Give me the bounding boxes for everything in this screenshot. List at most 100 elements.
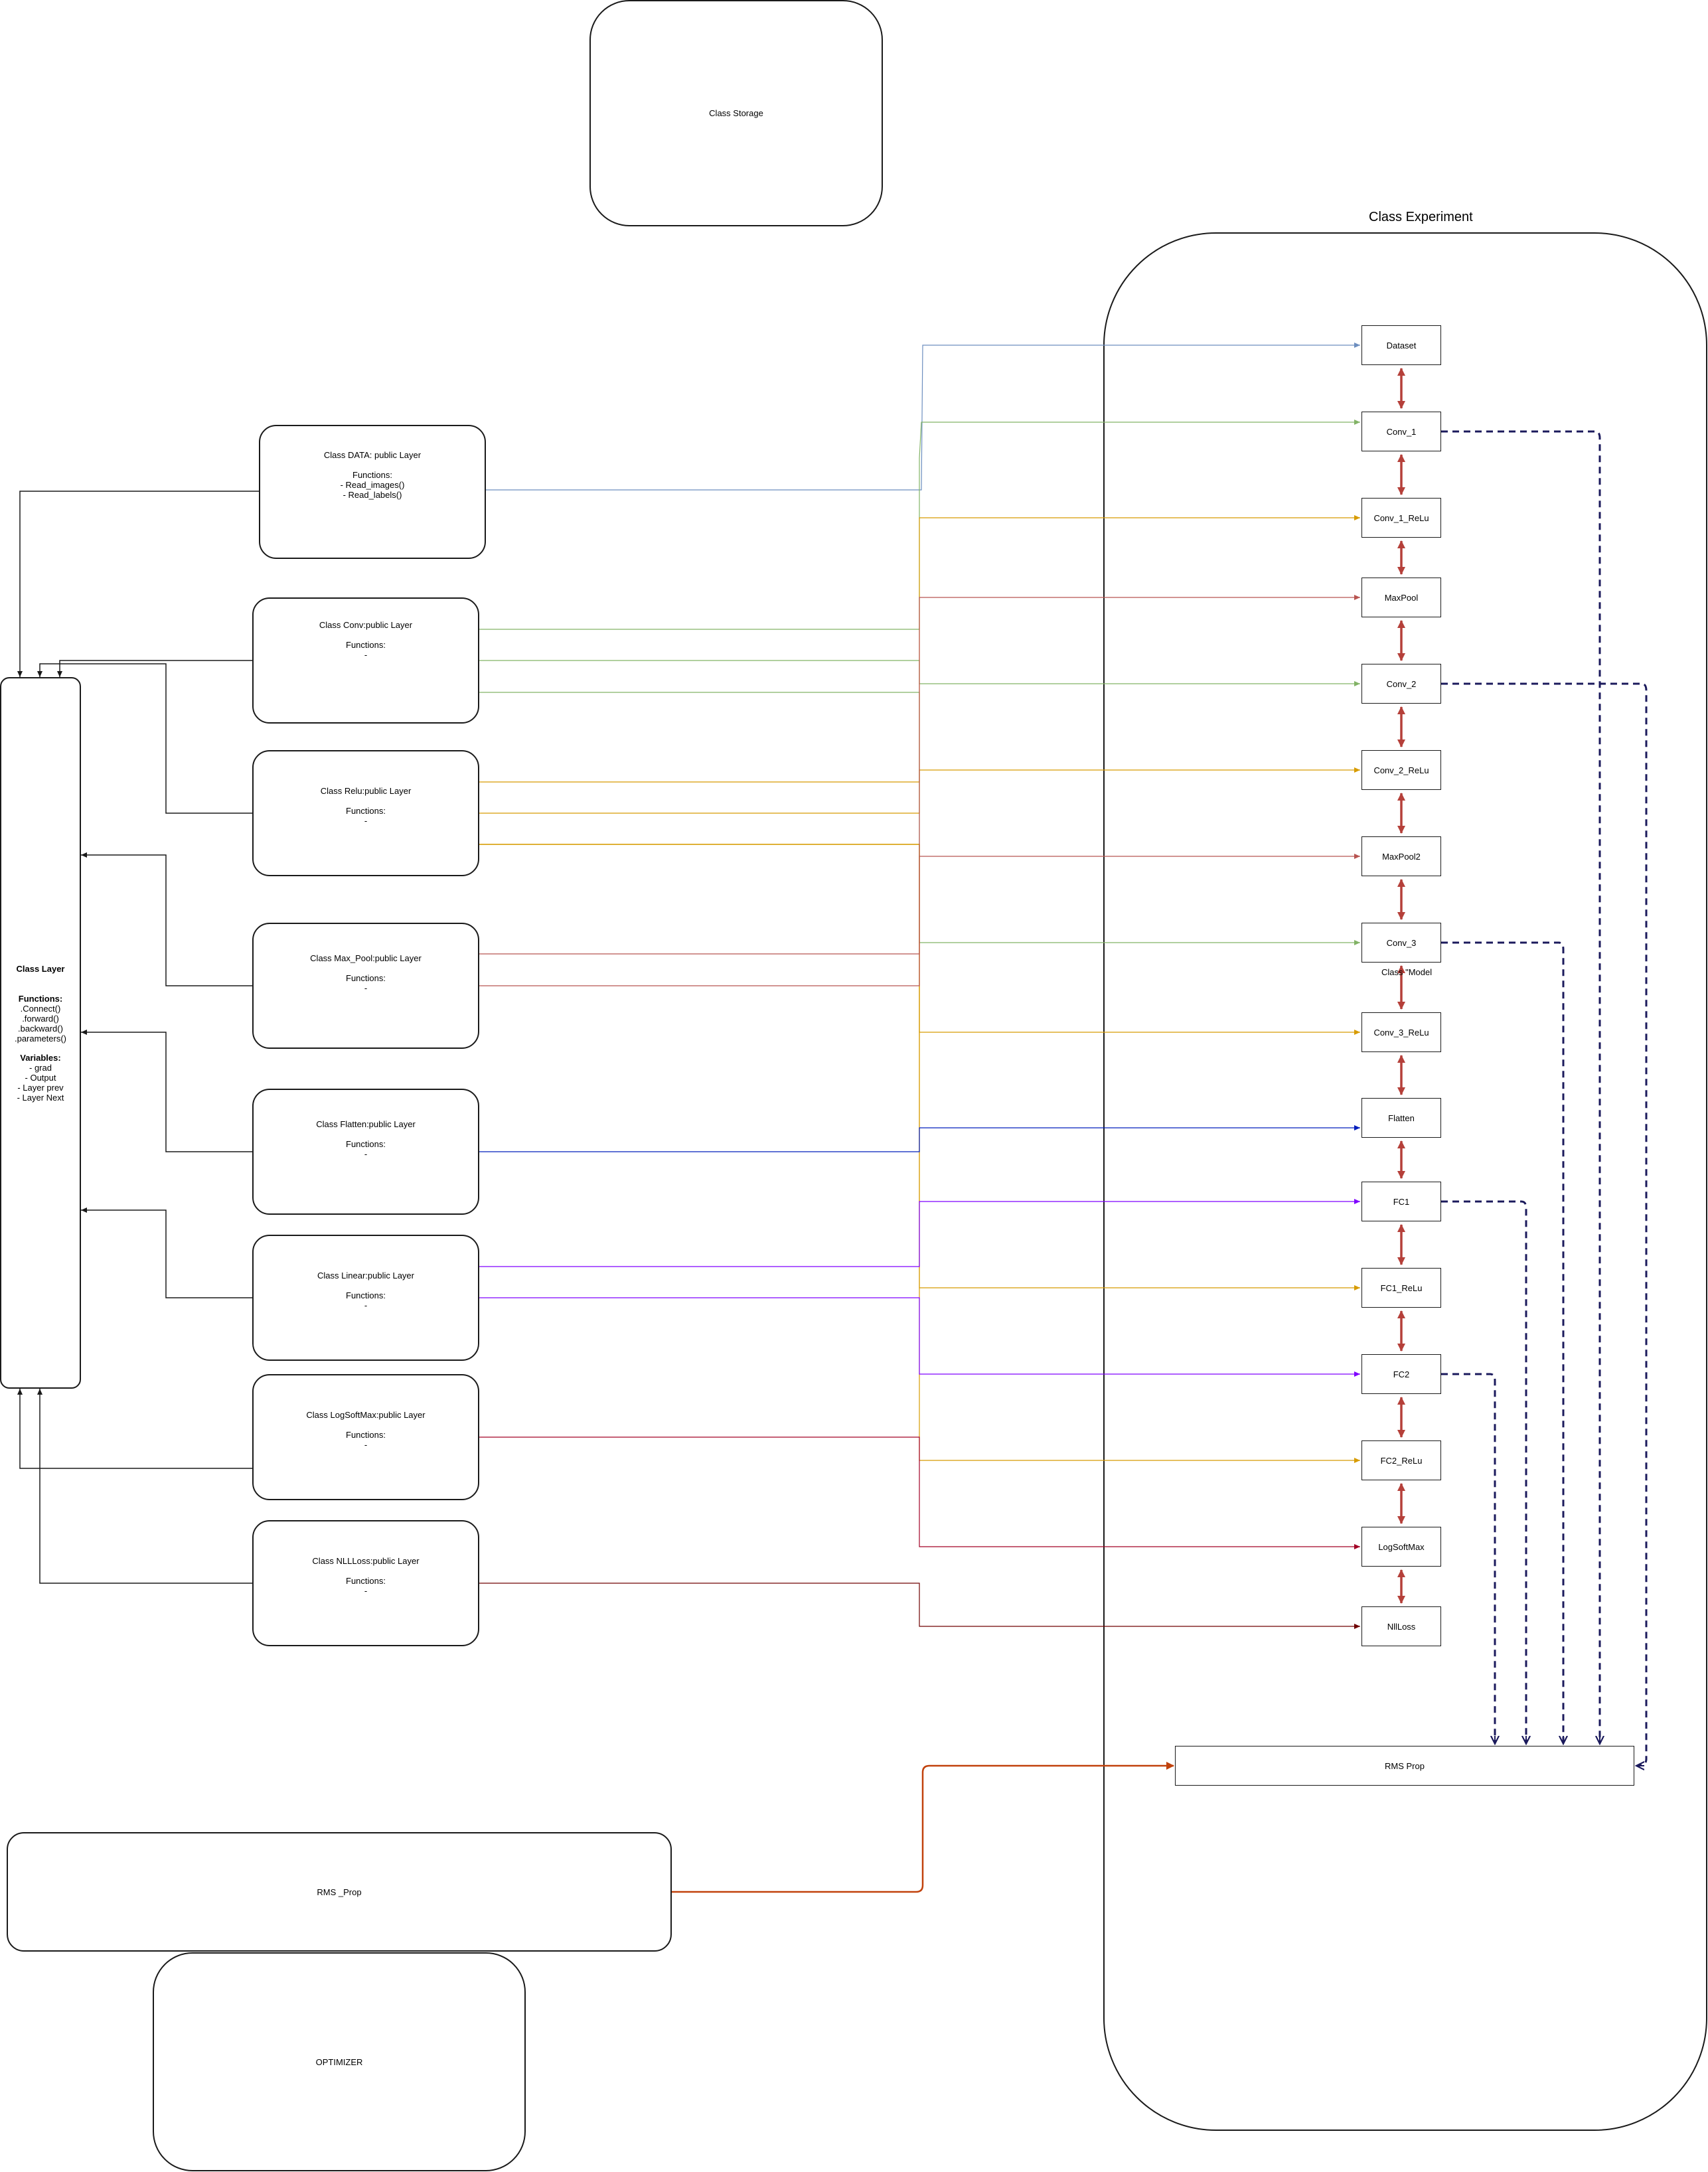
- logsoftmax-functions-label: Functions:: [346, 1430, 386, 1440]
- flatten-class-box[interactable]: Class Flatten:public Layer Functions: -: [252, 1089, 479, 1215]
- layer-function: .backward(): [18, 1023, 63, 1034]
- instance-connectors: [479, 343, 1360, 1629]
- connector-linear-to-fc2[interactable]: [479, 1297, 1360, 1377]
- conv-class-box[interactable]: Class Conv:public Layer Functions: -: [252, 597, 479, 724]
- optimizer-class-box[interactable]: OPTIMIZER: [153, 1952, 526, 2171]
- maxpool-class-title: Class Max_Pool:public Layer: [310, 953, 422, 963]
- inheritance-connectors: [17, 491, 259, 1584]
- pipeline-node-flatten[interactable]: Flatten: [1361, 1098, 1441, 1138]
- pipeline-node-conv-1-relu[interactable]: Conv_1_ReLu: [1361, 498, 1441, 538]
- connector-maxpool-to-layer[interactable]: [81, 852, 252, 986]
- pipeline-node-label: FC1_ReLu: [1380, 1282, 1423, 1293]
- rms-prop-class-label: RMS _Prop: [317, 1887, 362, 1897]
- rms-prop-box[interactable]: RMS Prop: [1175, 1746, 1634, 1786]
- layer-function: .parameters(): [14, 1033, 67, 1044]
- connector-flatten-to-flatten[interactable]: [479, 1125, 1360, 1152]
- connector-maxpool-to-maxpool2[interactable]: [479, 854, 1360, 986]
- connector-relu-to-layer[interactable]: [37, 663, 252, 814]
- storage-class-box[interactable]: Class Storage: [589, 0, 883, 226]
- connector-logsoftmax-to-layer[interactable]: [17, 1389, 252, 1469]
- pipeline-node-label: MaxPool: [1384, 592, 1419, 603]
- pipeline-node-label: NllLoss: [1387, 1621, 1416, 1632]
- flatten-functions-label: Functions:: [346, 1139, 386, 1149]
- pipeline-node-conv-2-relu[interactable]: Conv_2_ReLu: [1361, 750, 1441, 790]
- pipeline-node-label: FC2_ReLu: [1380, 1455, 1423, 1466]
- logsoftmax-function: -: [364, 1440, 368, 1450]
- linear-class-title: Class Linear:public Layer: [317, 1271, 414, 1280]
- layer-functions-label: Functions:: [18, 993, 63, 1004]
- layer-variables-label: Variables:: [20, 1052, 61, 1063]
- linear-function: -: [364, 1300, 368, 1310]
- layer-variable: - Layer prev: [17, 1082, 64, 1093]
- nllloss-class-box[interactable]: Class NLLLoss:public Layer Functions: -: [252, 1520, 479, 1646]
- nllloss-class-title: Class NLLLoss:public Layer: [312, 1556, 420, 1566]
- dashed-link-conv-3-to-rms[interactable]: [1441, 941, 1563, 1743]
- pipeline-node-conv-2[interactable]: Conv_2: [1361, 664, 1441, 704]
- pipeline-node-label: Dataset: [1386, 340, 1417, 350]
- layer-class-title: Class Layer: [16, 963, 65, 974]
- connector-rms-prop-class-to-rms-prop[interactable]: [672, 1762, 1174, 1893]
- model-label: Class "Model: [1381, 967, 1433, 977]
- pipeline-node-logsoftmax[interactable]: LogSoftMax: [1361, 1527, 1441, 1567]
- maxpool-functions-label: Functions:: [346, 973, 386, 983]
- pipeline-node-fc2-relu[interactable]: FC2_ReLu: [1361, 1440, 1441, 1480]
- experiment-frame: [1103, 232, 1707, 2131]
- connector-logsoftmax-to-logsoftmax[interactable]: [479, 1436, 1360, 1549]
- connector-nllloss-to-nllloss[interactable]: [479, 1583, 1360, 1629]
- conv-class-title: Class Conv:public Layer: [319, 620, 413, 630]
- relu-class-box[interactable]: Class Relu:public Layer Functions: -: [252, 750, 479, 876]
- pipeline-node-fc2[interactable]: FC2: [1361, 1354, 1441, 1394]
- pipeline-node-nllloss[interactable]: NllLoss: [1361, 1606, 1441, 1646]
- pipeline-node-label: FC1: [1393, 1196, 1410, 1207]
- dashed-link-conv-1-to-rms[interactable]: [1441, 430, 1600, 1743]
- data-functions-label: Functions:: [352, 470, 392, 480]
- pipeline-node-fc1[interactable]: FC1: [1361, 1182, 1441, 1221]
- dashed-link-conv-2-to-rms[interactable]: [1441, 682, 1648, 1766]
- connector-conv-to-conv-1[interactable]: [479, 420, 1360, 630]
- layer-class-box[interactable]: Class Layer Functions: .Connect() .forwa…: [0, 677, 81, 1389]
- dashed-link-fc1-to-rms[interactable]: [1441, 1200, 1526, 1743]
- linear-class-box[interactable]: Class Linear:public Layer Functions: -: [252, 1235, 479, 1361]
- dashed-link-fc2-to-rms[interactable]: [1441, 1373, 1495, 1743]
- linear-functions-label: Functions:: [346, 1290, 386, 1300]
- connector-nllloss-to-layer[interactable]: [37, 1389, 252, 1584]
- data-class-box[interactable]: Class DATA: public Layer Functions: - Re…: [259, 425, 486, 559]
- pipeline-node-label: Conv_3: [1386, 937, 1417, 948]
- relu-function: -: [364, 816, 368, 826]
- pipeline-node-dataset[interactable]: Dataset: [1361, 325, 1441, 365]
- maxpool-class-box[interactable]: Class Max_Pool:public Layer Functions: -: [252, 923, 479, 1049]
- layer-variable: - grad: [29, 1062, 52, 1073]
- experiment-title: Class Experiment: [1369, 210, 1473, 224]
- connector-relu-to-fc2-relu[interactable]: [479, 844, 1360, 1463]
- flatten-class-title: Class Flatten:public Layer: [316, 1119, 416, 1129]
- layer-function: .forward(): [22, 1013, 59, 1024]
- connector-flatten-to-layer[interactable]: [81, 1030, 252, 1152]
- connector-linear-to-layer[interactable]: [81, 1207, 252, 1298]
- relu-functions-label: Functions:: [346, 806, 386, 816]
- optimizer-class-label: OPTIMIZER: [315, 2056, 363, 2067]
- data-function: - Read_images(): [340, 480, 405, 490]
- pipeline-node-maxpool[interactable]: MaxPool: [1361, 578, 1441, 617]
- pipeline-node-label: FC2: [1393, 1369, 1410, 1379]
- pipeline-node-label: MaxPool2: [1382, 851, 1421, 862]
- pipeline-node-label: Flatten: [1388, 1113, 1415, 1123]
- connector-conv-to-layer[interactable]: [57, 660, 252, 677]
- connector-maxpool-to-maxpool[interactable]: [479, 595, 1360, 955]
- pipeline-node-conv-3[interactable]: Conv_3: [1361, 923, 1441, 963]
- connector-data-to-dataset[interactable]: [486, 343, 1360, 491]
- pipeline-node-fc1-relu[interactable]: FC1_ReLu: [1361, 1268, 1441, 1308]
- rms-prop-class-box[interactable]: RMS _Prop: [7, 1832, 672, 1952]
- storage-class-label: Class Storage: [709, 108, 763, 118]
- connector-data-to-layer[interactable]: [17, 491, 259, 677]
- pipeline-node-label: Conv_1: [1386, 426, 1417, 437]
- logsoftmax-class-box[interactable]: Class LogSoftMax:public Layer Functions:…: [252, 1374, 479, 1500]
- nllloss-function: -: [364, 1586, 368, 1596]
- pipeline-node-maxpool2[interactable]: MaxPool2: [1361, 836, 1441, 876]
- connector-linear-to-fc1[interactable]: [479, 1199, 1360, 1267]
- pipeline-node-conv-3-relu[interactable]: Conv_3_ReLu: [1361, 1012, 1441, 1052]
- logsoftmax-class-title: Class LogSoftMax:public Layer: [306, 1410, 426, 1420]
- pipeline-node-label: Conv_1_ReLu: [1373, 512, 1429, 523]
- pipeline-node-conv-1[interactable]: Conv_1: [1361, 412, 1441, 451]
- data-function: - Read_labels(): [343, 490, 402, 500]
